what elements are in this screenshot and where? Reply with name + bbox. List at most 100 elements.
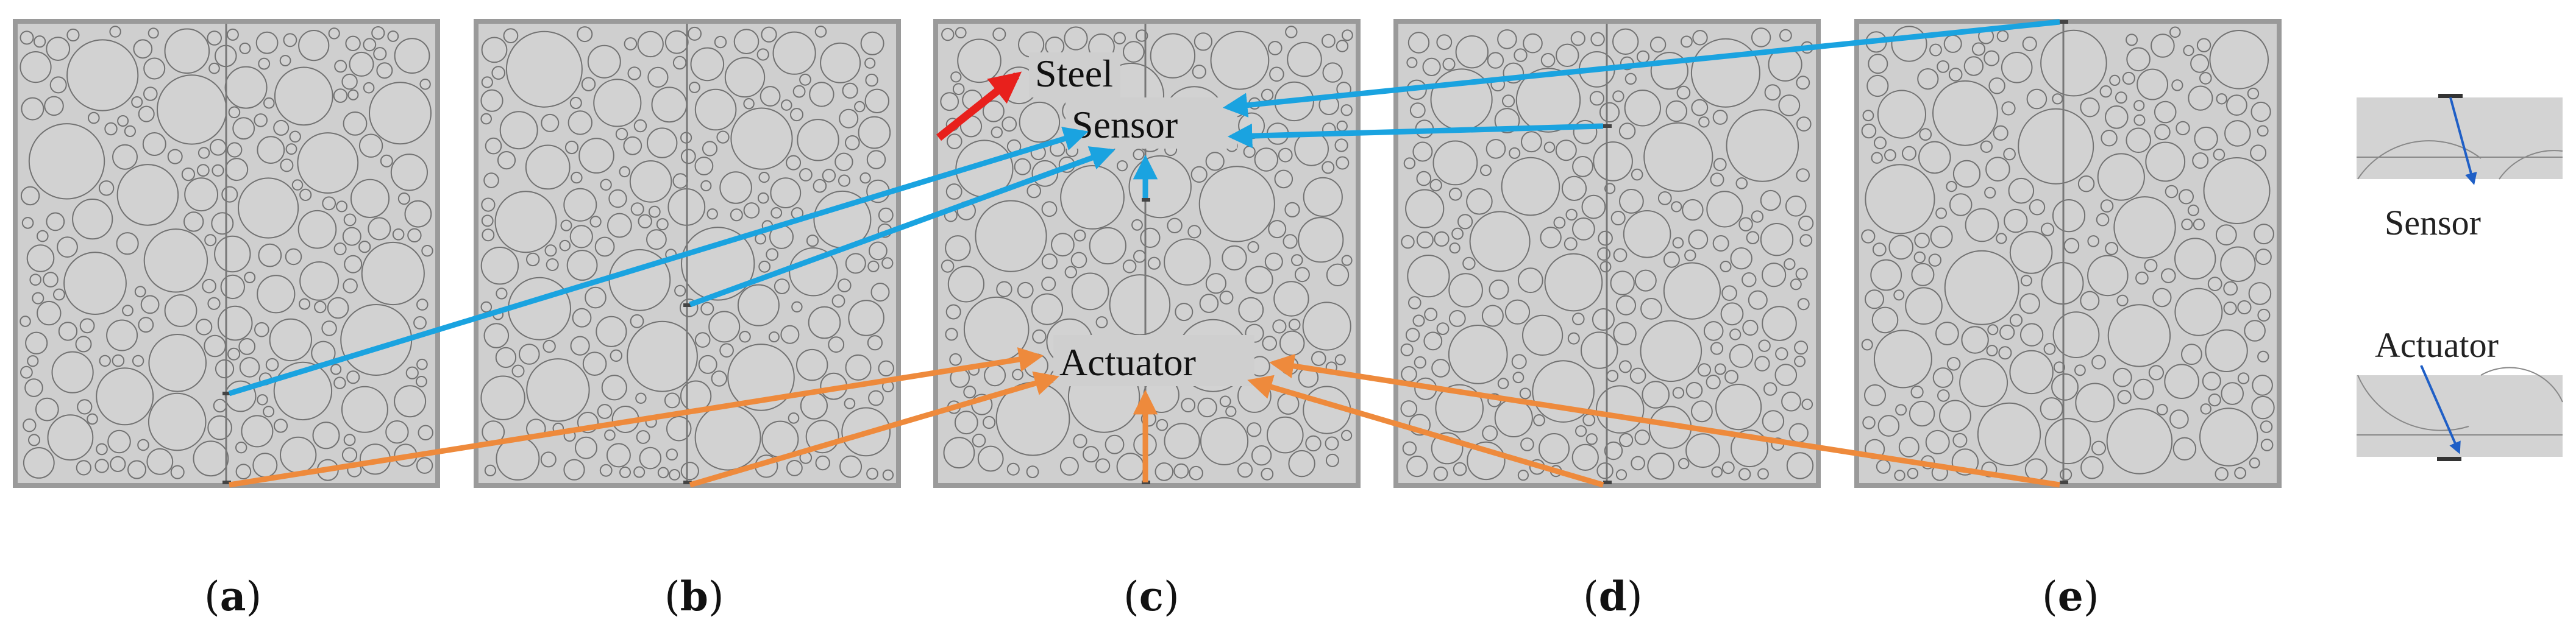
aggregate-particle xyxy=(688,26,702,41)
aggregate-particle xyxy=(269,318,312,362)
aggregate-particle xyxy=(133,39,153,59)
aggregate-particle xyxy=(1336,120,1348,132)
sensor-patch-d xyxy=(1603,124,1612,128)
aggregate-particle xyxy=(2115,91,2127,104)
aggregate-particle xyxy=(1322,34,1336,48)
aggregate-particle xyxy=(131,96,143,108)
aggregate-particle xyxy=(51,351,94,393)
aggregate-particle xyxy=(1095,458,1111,473)
aggregate-particle xyxy=(1751,27,1771,48)
aggregate-particle xyxy=(606,443,631,468)
aggregate-particle xyxy=(1268,220,1287,239)
aggregate-particle xyxy=(1592,308,1615,331)
aggregate-particle xyxy=(870,283,890,302)
aggregate-particle xyxy=(2152,288,2172,308)
aggregate-particle xyxy=(333,242,347,256)
aggregate-particle xyxy=(1466,188,1493,215)
sensor-patch-a xyxy=(222,392,231,395)
aggregate-particle xyxy=(706,208,718,220)
aggregate-particle xyxy=(1738,468,1751,481)
aggregate-particle xyxy=(227,347,241,361)
aggregate-particle xyxy=(730,208,743,222)
aggregate-particle xyxy=(594,236,615,257)
aggregate-particle xyxy=(770,177,802,209)
aggregate-particle xyxy=(630,202,644,216)
aggregate-particle xyxy=(298,30,330,62)
aggregate-particle xyxy=(1862,110,1874,122)
aggregate-particle xyxy=(225,158,249,182)
aggregate-particle xyxy=(1895,404,1907,416)
aggregate-particle xyxy=(1514,48,1528,62)
aggregate-particle xyxy=(1116,453,1145,481)
aggregate-particle xyxy=(1190,166,1208,183)
aggregate-particle xyxy=(1435,384,1484,433)
aggregate-particle xyxy=(758,260,771,273)
aggregate-particle xyxy=(627,66,641,80)
aggregate-particle xyxy=(727,344,795,411)
aggregate-particle xyxy=(2244,320,2266,342)
aggregate-particle xyxy=(416,298,429,311)
aggregate-particle xyxy=(20,186,40,206)
aggregate-particle xyxy=(363,82,375,94)
aggregate-particle xyxy=(1894,470,1905,481)
aggregate-particle xyxy=(263,406,275,418)
aggregates-d xyxy=(1400,27,1814,481)
aggregate-particle xyxy=(1189,465,1203,481)
aggregate-particle xyxy=(2113,196,2176,259)
aggregate-particle xyxy=(1615,469,1628,481)
sensor-arrow-from-e xyxy=(1222,19,2060,118)
label-backdrop-sensor xyxy=(1066,97,1237,149)
aggregate-particle xyxy=(404,200,432,228)
aggregate-particle xyxy=(2063,238,2080,254)
aggregate-particle xyxy=(2188,85,2213,111)
aggregate-particle xyxy=(1794,340,1809,355)
aggregate-particle xyxy=(1497,378,1509,389)
aggregate-particle xyxy=(2040,29,2107,97)
aggregate-particle xyxy=(519,344,540,365)
aggregate-particle xyxy=(1540,227,1562,249)
aggregate-particle xyxy=(1711,466,1723,478)
aggregate-particle xyxy=(1219,291,1234,305)
aggregate-particle xyxy=(2154,124,2171,141)
aggregate-particle xyxy=(1703,321,1724,341)
aggregate-particle xyxy=(299,298,311,310)
aggregate-particle xyxy=(1455,35,1489,69)
aggregate-particle xyxy=(47,414,94,461)
aggregate-particle xyxy=(2171,79,2183,91)
aggregate-particle xyxy=(347,89,359,101)
aggregate-particle xyxy=(1572,217,1595,241)
aggregate-particle xyxy=(342,227,361,246)
aggregate-particle xyxy=(1589,91,1604,106)
aggregate-particle xyxy=(1672,387,1685,399)
aggregate-particle xyxy=(418,425,433,440)
aggregate-particle xyxy=(577,26,593,43)
aggregate-particle xyxy=(1414,356,1426,369)
sensor-arrow-from-a xyxy=(228,127,1089,397)
aggregate-particle xyxy=(1485,139,1506,159)
aggregate-particle xyxy=(1948,68,1963,82)
aggregate-particle xyxy=(2051,373,2079,401)
aggregate-particle xyxy=(828,336,845,353)
aggregate-particle xyxy=(845,135,860,150)
aggregate-particle xyxy=(1613,322,1637,345)
aggregate-particle xyxy=(1261,88,1274,102)
aggregate-particle xyxy=(263,97,275,109)
aggregate-particle xyxy=(1002,116,1017,132)
aggregate-particle xyxy=(984,364,1006,387)
aggregate-particle xyxy=(224,66,268,109)
aggregate-particle xyxy=(2172,437,2197,460)
aggregate-particle xyxy=(569,225,593,249)
aggregate-particle xyxy=(312,422,340,450)
aggregate-particle xyxy=(1504,299,1531,325)
aggregate-particle xyxy=(977,445,1004,472)
aggregate-particle xyxy=(2122,71,2135,85)
aggregate-particle xyxy=(2179,189,2194,205)
aggregate-particle xyxy=(1406,57,1418,68)
aggregate-particle xyxy=(623,136,642,155)
aggregate-particle xyxy=(1073,229,1086,242)
aggregate-particle xyxy=(1457,214,1473,230)
aggregate-particle xyxy=(57,236,78,258)
aggregate-particle xyxy=(321,320,337,336)
aggregate-particle xyxy=(1623,210,1671,258)
aggregate-particle xyxy=(955,27,967,38)
